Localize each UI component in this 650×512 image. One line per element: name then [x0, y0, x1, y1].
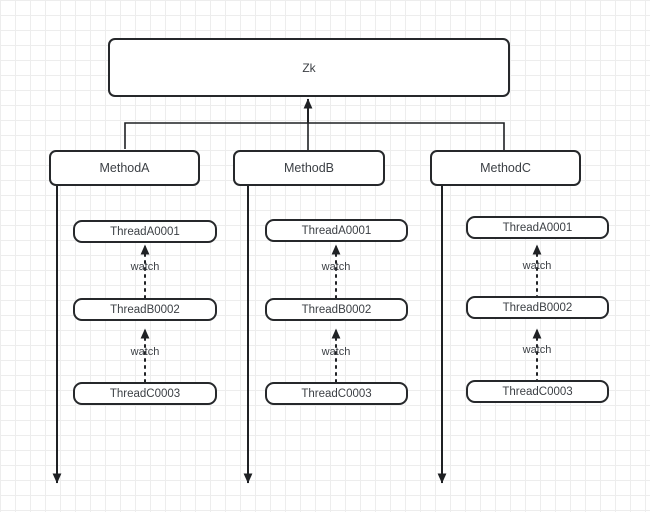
node-col3-threadb0002[interactable]: ThreadB0002: [466, 296, 609, 319]
node-col3-threadc0003[interactable]: ThreadC0003: [466, 380, 609, 403]
node-col2-threadb0002-label: ThreadB0002: [301, 303, 372, 316]
edge-label-watch-col3-top: watch: [522, 260, 552, 272]
edge-label-watch-col1-top: watch: [130, 261, 160, 273]
node-col1-threada0001[interactable]: ThreadA0001: [73, 220, 217, 243]
node-col3-threada0001-label: ThreadA0001: [502, 221, 573, 234]
node-methodc[interactable]: MethodC: [430, 150, 581, 186]
node-col3-threadc0003-label: ThreadC0003: [502, 385, 573, 398]
edge-label-watch-col3-bottom: watch: [522, 344, 552, 356]
node-col2-threadc0003[interactable]: ThreadC0003: [265, 382, 408, 405]
node-col1-threadc0003-label: ThreadC0003: [109, 387, 181, 400]
node-col2-threada0001-label: ThreadA0001: [301, 224, 372, 237]
node-methodc-label: MethodC: [480, 161, 531, 175]
node-col1-threada0001-label: ThreadA0001: [110, 225, 180, 238]
node-col2-threadc0003-label: ThreadC0003: [301, 387, 372, 400]
node-col1-threadb0002-label: ThreadB0002: [110, 303, 180, 316]
edge-label-watch-col2-bottom: watch: [321, 346, 351, 358]
node-col2-threada0001[interactable]: ThreadA0001: [265, 219, 408, 242]
node-zk-label: Zk: [302, 60, 316, 75]
node-methoda-label: MethodA: [99, 161, 150, 175]
node-methodb[interactable]: MethodB: [233, 150, 385, 186]
edge-label-watch-col2-top: watch: [321, 261, 351, 273]
edge-label-watch-col1-bottom: watch: [130, 346, 160, 358]
edge-methods-to-zk: [124, 98, 505, 150]
node-col1-threadb0002[interactable]: ThreadB0002: [73, 298, 217, 321]
node-col1-threadc0003[interactable]: ThreadC0003: [73, 382, 217, 405]
node-methoda[interactable]: MethodA: [49, 150, 200, 186]
node-col3-threadb0002-label: ThreadB0002: [502, 301, 573, 314]
node-methodb-label: MethodB: [283, 161, 335, 175]
node-col3-threada0001[interactable]: ThreadA0001: [466, 216, 609, 239]
node-zk[interactable]: Zk: [108, 38, 510, 97]
node-col2-threadb0002[interactable]: ThreadB0002: [265, 298, 408, 321]
